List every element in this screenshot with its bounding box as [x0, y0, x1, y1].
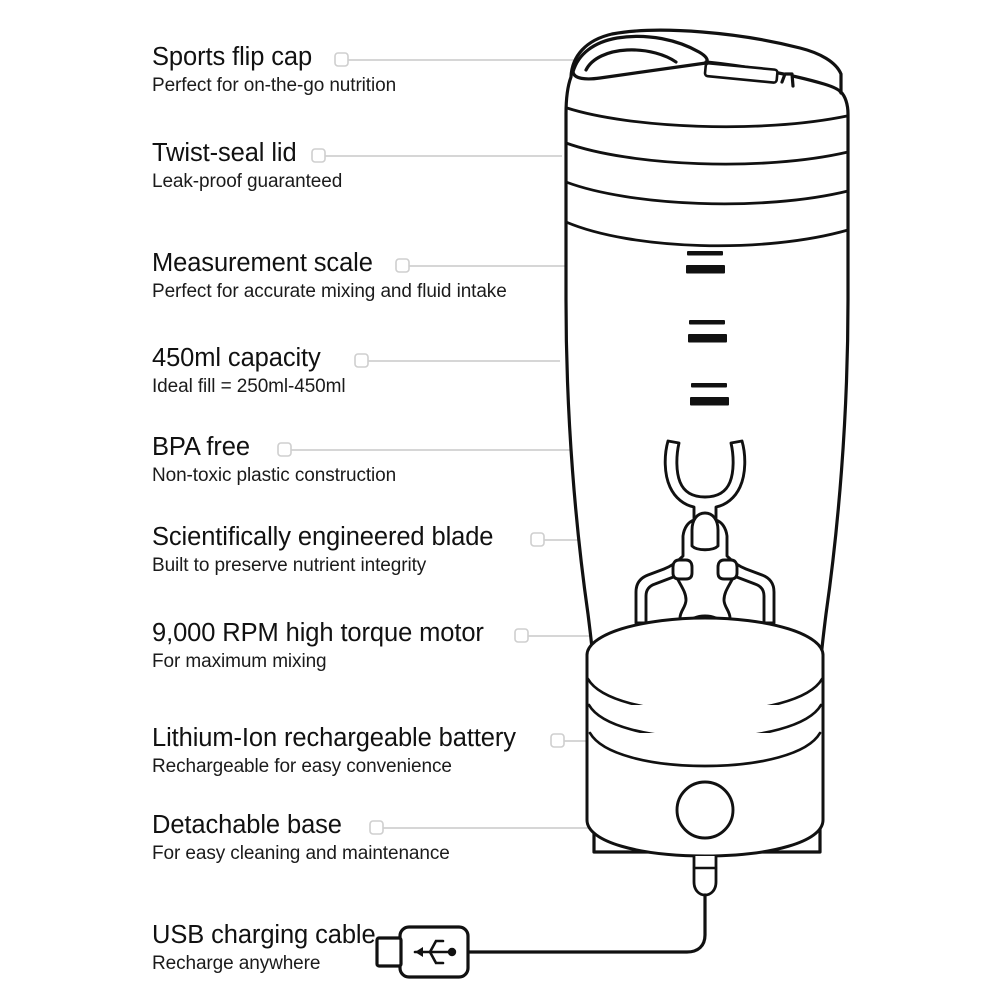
- lid-ring-2: [564, 141, 850, 166]
- bottle-illustration: [564, 28, 850, 897]
- lid-body-seam: [564, 220, 850, 248]
- scale-mark-thin-2: [689, 320, 725, 325]
- callout-motor: 9,000 RPM high torque motor For maximum …: [152, 620, 484, 672]
- callout-usb-charging-cable: USB charging cable Recharge anywhere: [152, 922, 376, 974]
- leader-marker-battery: [550, 733, 565, 748]
- lid-ring-1: [565, 106, 849, 129]
- leader-marker-bpa-free: [277, 442, 292, 457]
- mixer-blade: [634, 439, 776, 652]
- leader-marker-450ml-capacity: [354, 353, 369, 368]
- callout-title: Twist-seal lid: [152, 139, 297, 167]
- callout-title: 450ml capacity: [152, 344, 321, 372]
- callout-title: Lithium-Ion rechargeable battery: [152, 724, 516, 752]
- callout-subtitle: Ideal fill = 250ml-450ml: [152, 375, 346, 397]
- base-band-3: [588, 731, 822, 768]
- callout-title: USB charging cable: [152, 921, 376, 949]
- callout-subtitle: Non-toxic plastic construction: [152, 464, 397, 486]
- charge-port-connector: [692, 854, 718, 897]
- usb-plug-tip: [375, 936, 403, 968]
- callout-subtitle: Rechargeable for easy convenience: [152, 755, 452, 777]
- callout-subtitle: For maximum mixing: [152, 650, 327, 672]
- usb-trident-icon: [413, 939, 457, 965]
- callout-battery: Lithium-Ion rechargeable battery Recharg…: [152, 725, 516, 777]
- scale-mark-thick-3: [690, 397, 729, 406]
- scale-mark-thick-2: [688, 334, 727, 343]
- usb-icon-arrow: [415, 947, 423, 957]
- blade-cutout-right: [716, 558, 739, 581]
- callout-title: Measurement scale: [152, 249, 373, 277]
- callout-detachable-base: Detachable base For easy cleaning and ma…: [152, 812, 450, 864]
- usb-icon-fork-up: [428, 939, 445, 954]
- callout-subtitle: Leak-proof guaranteed: [152, 170, 343, 192]
- leader-marker-engineered-blade: [530, 532, 545, 547]
- usb-cable-path: [466, 893, 707, 954]
- callout-measurement-scale: Measurement scale Perfect for accurate m…: [152, 250, 507, 302]
- callout-subtitle: Perfect for on-the-go nutrition: [152, 74, 397, 96]
- motor-base: [585, 614, 825, 897]
- callout-title: 9,000 RPM high torque motor: [152, 619, 484, 647]
- leader-marker-motor: [514, 628, 529, 643]
- flip-cap-spout-inner: [584, 48, 678, 72]
- callout-subtitle: Recharge anywhere: [152, 952, 321, 974]
- callout-subtitle: For easy cleaning and maintenance: [152, 842, 450, 864]
- scale-mark-thick-1: [686, 265, 725, 274]
- callout-twist-seal-lid: Twist-seal lid Leak-proof guaranteed: [152, 140, 342, 192]
- callout-title: BPA free: [152, 433, 250, 461]
- callout-title: Detachable base: [152, 811, 342, 839]
- callout-title: Sports flip cap: [152, 43, 313, 71]
- cap-latch-slot: [703, 61, 779, 84]
- leader-marker-detachable-base: [369, 820, 384, 835]
- blade-cutout-center: [690, 511, 720, 552]
- measurement-scale-marks: [686, 251, 729, 406]
- usb-cable: [466, 893, 707, 954]
- callout-subtitle: Built to preserve nutrient integrity: [152, 554, 427, 576]
- leader-markers: [277, 52, 565, 835]
- usb-icon-fork-down: [428, 950, 445, 965]
- blade-cutout-left: [671, 558, 694, 581]
- callout-450ml-capacity: 450ml capacity Ideal fill = 250ml-450ml: [152, 345, 346, 397]
- lid-ring-3: [564, 180, 850, 206]
- scale-mark-thin-3: [691, 383, 727, 388]
- callout-sports-flip-cap: Sports flip cap Perfect for on-the-go nu…: [152, 44, 396, 96]
- power-button: [675, 780, 735, 840]
- callout-title: Scientifically engineered blade: [152, 523, 494, 551]
- usb-icon-dot: [447, 947, 457, 957]
- leader-marker-twist-seal-lid: [311, 148, 326, 163]
- cap-hinge-tab: [780, 72, 795, 88]
- scale-mark-thin-1: [687, 251, 723, 256]
- callout-bpa-free: BPA free Non-toxic plastic construction: [152, 434, 396, 486]
- leader-marker-sports-flip-cap: [334, 52, 349, 67]
- leader-marker-measurement-scale: [395, 258, 410, 273]
- callout-engineered-blade: Scientifically engineered blade Built to…: [152, 524, 493, 576]
- callout-subtitle: Perfect for accurate mixing and fluid in…: [152, 280, 507, 302]
